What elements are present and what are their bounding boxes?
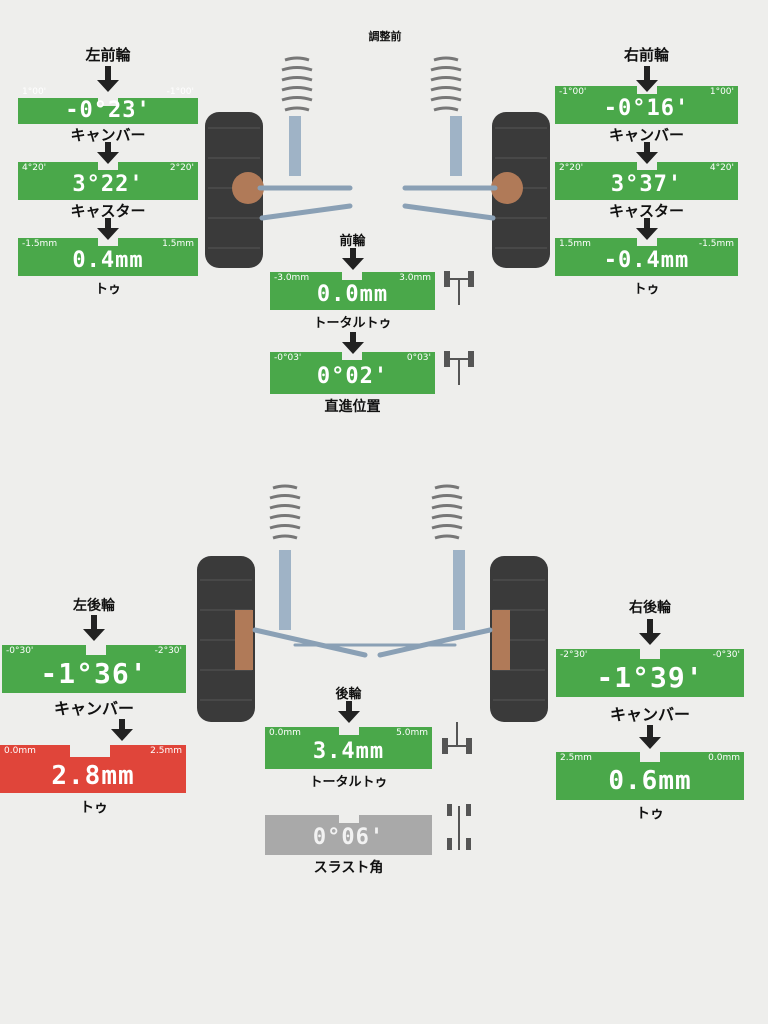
front-total-toe-max: 3.0mm — [399, 273, 431, 283]
rear-right-toe-min: 2.5mm — [560, 753, 592, 763]
front-left-camber-value: -0°23' — [65, 98, 151, 123]
rear-right-camber-min: -2°30' — [560, 650, 588, 660]
rear-total-toe-min: 0.0mm — [269, 728, 301, 738]
rear-left-camber-max: -2°30' — [154, 646, 182, 656]
rear-right-toe-label: トゥ — [636, 806, 664, 822]
rear-thrust-label: スラスト角 — [313, 860, 384, 876]
front-right-camber-gauge: -1°00' 1°00' -0°16' — [555, 86, 738, 124]
front-right-label: 右前輪 — [623, 46, 669, 64]
rear-left-label: 左後輪 — [73, 598, 115, 614]
front-left-label: 左前輪 — [85, 46, 131, 64]
rear-left-toe-gauge: 0.0mm 2.5mm 2.8mm — [0, 745, 186, 793]
rear-left-camber-min: -0°30' — [6, 646, 34, 656]
rear-total-toe-diagram-icon — [442, 722, 472, 754]
rear-total-toe-value: 3.4mm — [312, 739, 385, 764]
rear-left-camber-gauge: -0°30' -2°30' -1°36' — [2, 645, 186, 693]
rear-right-label: 右後輪 — [629, 600, 671, 616]
front-right-caster-label: キャスター — [608, 202, 684, 220]
front-total-toe-label: トータルトゥ — [313, 316, 392, 331]
rear-right-toe-max: 0.0mm — [708, 753, 740, 763]
front-total-toe-diagram-icon — [444, 271, 474, 305]
front-total-toe-value: 0.0mm — [316, 282, 389, 307]
front-left-toe-gauge: -1.5mm 1.5mm 0.4mm — [18, 238, 198, 276]
rear-right-camber-gauge: -2°30' -0°30' -1°39' — [556, 649, 744, 697]
front-left-caster-gauge: 4°20' 2°20' 3°22' — [18, 162, 198, 200]
rear-right-camber-max: -0°30' — [712, 650, 740, 660]
rear-thrust-value: 0°06' — [312, 825, 385, 850]
rear-total-toe-label: トータルトゥ — [309, 775, 388, 790]
rear-right-camber-value: -1°39' — [596, 661, 704, 694]
rear-left-toe-max: 2.5mm — [150, 746, 182, 756]
rear-center-label: 後輪 — [335, 687, 362, 702]
front-center-label: 前輪 — [339, 234, 366, 249]
front-left-camber-gauge: 1°00' -1°00' -0°23' — [18, 86, 198, 124]
front-straight-max: 0°03' — [406, 353, 431, 363]
front-total-toe-min: -3.0mm — [274, 273, 310, 283]
rear-thrust-diagram-icon — [447, 804, 471, 850]
front-right-camber-value: -0°16' — [603, 96, 690, 121]
front-right-toe-label: トゥ — [633, 282, 660, 297]
front-right-toe-min: 1.5mm — [559, 239, 591, 249]
front-straight-gauge: -0°03' 0°03' 0°02' — [270, 352, 435, 394]
front-left-toe-label: トゥ — [94, 282, 121, 297]
front-left-camber-min: 1°00' — [22, 87, 47, 97]
front-left-caster-max: 2°20' — [169, 163, 194, 173]
front-right-caster-value: 3°37' — [610, 172, 683, 197]
front-left-caster-label: キャスター — [70, 202, 146, 220]
rear-left-camber-label: キャンバー — [53, 699, 134, 718]
front-right-caster-gauge: 2°20' 4°20' 3°37' — [555, 162, 738, 200]
front-left-toe-min: -1.5mm — [22, 239, 58, 249]
rear-total-toe-gauge: 0.0mm 5.0mm 3.4mm — [265, 727, 432, 769]
rear-left-wheel-group: 左後輪 -0°30' -2°30' -1°36' キャンバー 0.0mm 2.5… — [0, 595, 186, 820]
front-left-toe-value: 0.4mm — [72, 248, 144, 273]
rear-left-toe-value: 2.8mm — [51, 761, 135, 791]
front-right-toe-max: -1.5mm — [698, 239, 734, 249]
rear-center-group: 後輪 0.0mm 5.0mm 3.4mm トータルトゥ 0°06' スラスト角 — [265, 683, 432, 883]
rear-total-toe-max: 5.0mm — [396, 728, 428, 738]
front-right-wheel-group: 右前輪 -1°00' 1°00' -0°16' キャンバー 2°20' 4°20… — [555, 40, 738, 300]
front-left-caster-min: 4°20' — [22, 163, 47, 173]
front-left-caster-value: 3°22' — [72, 172, 144, 197]
front-straight-min: -0°03' — [274, 353, 302, 363]
front-suspension-illustration — [205, 56, 550, 268]
rear-left-camber-value: -1°36' — [40, 657, 148, 690]
front-straight-label: 直進位置 — [324, 399, 381, 415]
front-right-caster-min: 2°20' — [559, 163, 584, 173]
page-title: 調整前 — [368, 30, 402, 43]
rear-right-camber-label: キャンバー — [609, 705, 690, 724]
rear-right-toe-value: 0.6mm — [608, 766, 692, 796]
front-straight-value: 0°02' — [316, 364, 389, 389]
front-right-toe-gauge: 1.5mm -1.5mm -0.4mm — [555, 238, 738, 276]
front-left-toe-max: 1.5mm — [162, 239, 194, 249]
front-center-group: 前輪 -3.0mm 3.0mm 0.0mm トータルトゥ -0°03' 0°03… — [270, 230, 435, 420]
front-total-toe-gauge: -3.0mm 3.0mm 0.0mm — [270, 272, 435, 310]
front-right-camber-label: キャンバー — [608, 126, 684, 144]
front-right-camber-min: -1°00' — [559, 87, 587, 97]
rear-suspension-illustration — [197, 484, 548, 722]
front-left-camber-max: -1°00' — [166, 87, 194, 97]
rear-right-toe-gauge: 2.5mm 0.0mm 0.6mm — [556, 752, 744, 800]
rear-left-toe-label: トゥ — [80, 800, 108, 816]
rear-left-toe-min: 0.0mm — [4, 746, 36, 756]
front-right-caster-max: 4°20' — [709, 163, 734, 173]
front-left-camber-label: キャンバー — [70, 126, 146, 144]
front-right-camber-max: 1°00' — [709, 87, 734, 97]
rear-right-wheel-group: 右後輪 -2°30' -0°30' -1°39' キャンバー 2.5mm 0.0… — [556, 597, 744, 827]
front-right-toe-value: -0.4mm — [603, 248, 690, 273]
front-straight-diagram-icon — [444, 351, 474, 385]
front-left-wheel-group: 左前輪 1°00' -1°00' -0°23' キャンバー 4°20' 2°20… — [18, 40, 198, 300]
rear-thrust-gauge: 0°06' — [265, 815, 432, 855]
